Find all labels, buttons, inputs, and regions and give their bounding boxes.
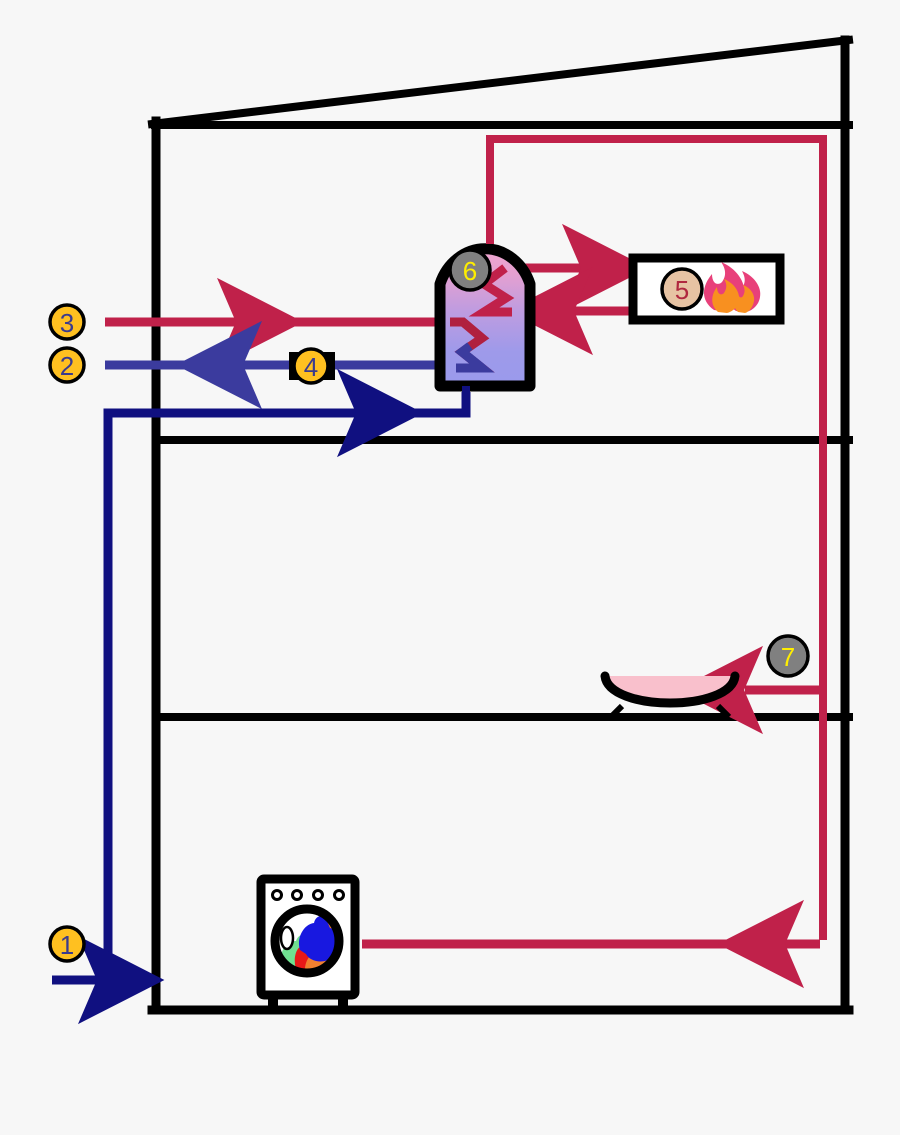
laundry-sock [279, 925, 295, 951]
callout-4-number: 4 [304, 352, 318, 382]
callout-2[interactable]: 2 [48, 346, 86, 384]
washing-machine-knob-3[interactable] [312, 889, 324, 901]
primary-coil [468, 264, 515, 317]
washing-machine-door[interactable] [270, 904, 344, 978]
callout-5[interactable]: 5 [660, 267, 704, 311]
wash-basin[interactable] [600, 671, 740, 720]
roof-slope [147, 35, 854, 129]
callout-6-number: 6 [463, 256, 477, 286]
callout-7[interactable]: 7 [766, 634, 810, 678]
basin-leg-right [715, 703, 732, 720]
callout-7-number: 7 [781, 642, 795, 672]
callout-1-badge [48, 925, 86, 963]
callout-5-badge [660, 267, 704, 311]
washing-machine-knob-1[interactable] [271, 889, 283, 901]
washing-machine-foot-right [338, 993, 348, 1010]
callout-2-badge [48, 346, 86, 384]
callout-1[interactable]: 1 [48, 925, 86, 963]
secondary-coil-cold-leg [456, 351, 495, 373]
callout-4-pump[interactable]: 4 [289, 347, 335, 385]
cylinder-connections [462, 228, 494, 400]
flame-icon [704, 262, 761, 313]
boiler[interactable] [628, 253, 785, 325]
cylinder-coils [450, 264, 515, 373]
washing-machine-foot-left [268, 993, 278, 1010]
callout-4-badge [292, 347, 330, 385]
callout-3[interactable]: 3 [48, 303, 86, 341]
callout-3-number: 3 [60, 308, 74, 338]
hot-riser-main [486, 135, 827, 940]
washing-machine-knob-2[interactable] [291, 889, 303, 901]
callout-6-badge [448, 248, 492, 292]
callout-2-number: 2 [60, 351, 74, 381]
callout-5-number: 5 [675, 275, 689, 305]
callout-3-badge [48, 303, 86, 341]
callout-6[interactable]: 6 [448, 248, 492, 292]
callout-7-badge [766, 634, 810, 678]
callout-1-number: 1 [60, 930, 74, 960]
washing-machine[interactable] [256, 874, 360, 1010]
basin-bowl [600, 671, 740, 708]
basin-leg-left [608, 703, 625, 720]
cold-mains-pipework [52, 368, 471, 1025]
washing-machine-knob-4[interactable] [333, 889, 345, 901]
